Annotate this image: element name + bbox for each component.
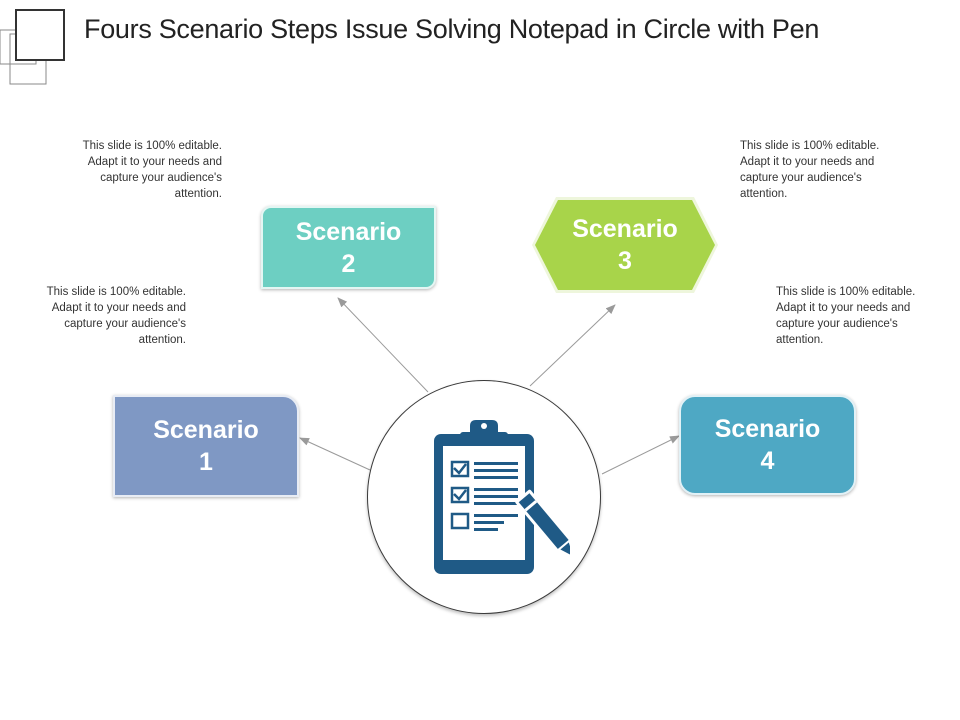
connector-to-scenario-4 [601, 435, 680, 475]
connector-to-scenario-1 [299, 437, 371, 471]
connector-to-scenario-3 [529, 304, 616, 387]
corner-squares-decoration [0, 9, 65, 85]
scenario-4-description: This slide is 100% editable. Adapt it to… [776, 286, 916, 346]
scenario-1-label: Scenario [153, 416, 259, 444]
scenario-1-description: This slide is 100% editable. Adapt it to… [46, 286, 186, 346]
scenario-4-box[interactable]: Scenario 4 [679, 395, 856, 495]
scenario-3-hexagon [532, 197, 718, 293]
scenario-1-number: 1 [199, 448, 213, 476]
scenario-3-text: Scenario 3 [530, 195, 720, 295]
clipboard-checklist-with-pen-icon [434, 420, 570, 574]
scenario-2-label: Scenario [295, 217, 402, 246]
scenario-1-box[interactable]: Scenario 1 [113, 395, 299, 497]
scenario-2-description: This slide is 100% editable. Adapt it to… [82, 140, 222, 200]
scenario-4-label: Scenario [714, 415, 821, 443]
scenario-2-number: 2 [341, 249, 356, 278]
scenario-3-description: This slide is 100% editable. Adapt it to… [740, 140, 880, 200]
scenario-2-box[interactable]: Scenario 2 [261, 206, 436, 289]
scenario-4-number: 4 [760, 447, 775, 475]
scenario-3-label: Scenario [572, 215, 678, 243]
connector-to-scenario-2 [337, 297, 429, 393]
scenario-3-box[interactable]: Scenario 3 [530, 195, 720, 295]
scenario-3-number: 3 [618, 247, 632, 275]
slide-title: Fours Scenario Steps Issue Solving Notep… [84, 14, 820, 44]
